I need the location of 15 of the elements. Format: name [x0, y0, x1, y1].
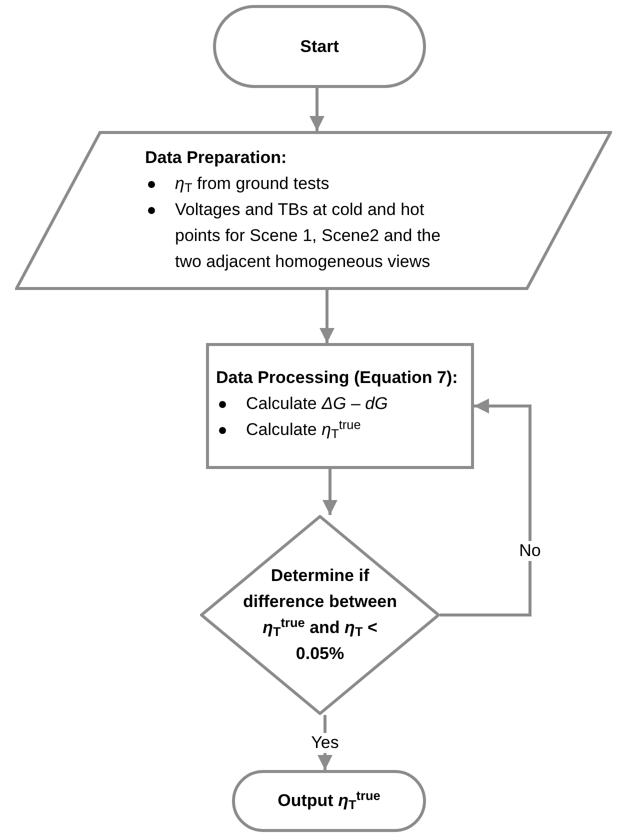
decision-diamond: [200, 515, 440, 715]
bullet-text: Calculate ΔG – dG: [246, 393, 388, 415]
step-heading: Data Preparation:: [145, 147, 288, 169]
process-box: [206, 343, 474, 469]
arrow: [310, 88, 324, 131]
arrow: [320, 290, 334, 343]
bullet-text: Voltages and TBs at cold and hot points for Scene 1, Scene2 and the two adjacent homogeneous views: [175, 199, 442, 273]
decision-text: Determine if difference between η$_{T}$$^{true}$ and η$_{T}$ < 0.05%: [242, 565, 398, 665]
input-parallelogram: [15, 131, 612, 290]
edge-label: Yes: [309, 732, 341, 752]
bullet-text: η$_{T}$ from ground tests: [175, 173, 330, 197]
arrow: [440, 398, 532, 616]
arrow: [322, 469, 338, 515]
step-heading: Data Processing (Equation 7):: [216, 367, 459, 389]
terminal-label: Start: [300, 36, 339, 58]
